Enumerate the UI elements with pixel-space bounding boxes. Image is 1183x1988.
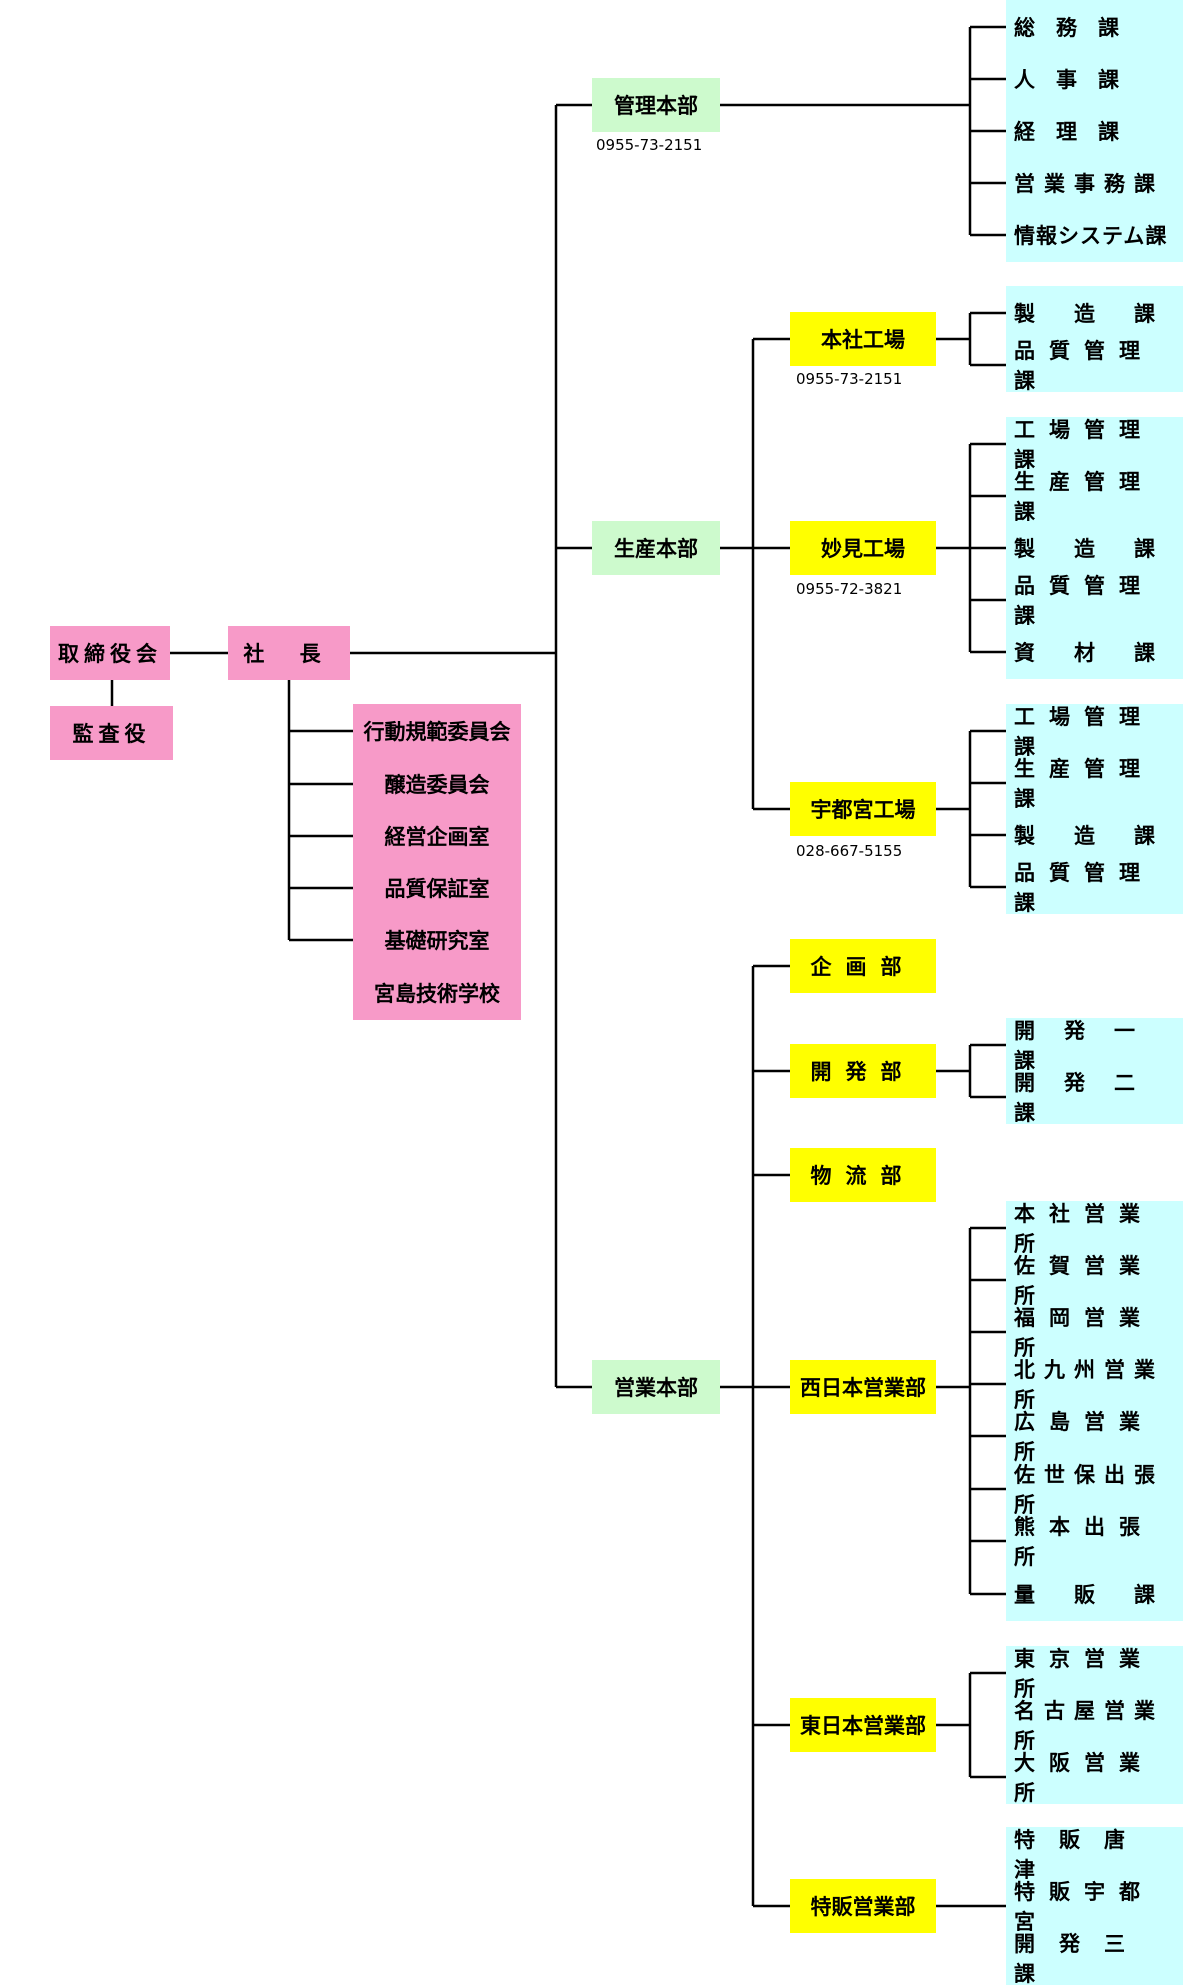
section-box: 福岡営業所	[1006, 1305, 1183, 1360]
section-box: 品質管理課	[1006, 573, 1183, 628]
section-box: 経 理 課	[1006, 104, 1183, 158]
section-box: 工場管理課	[1006, 704, 1183, 759]
section-box: 生産管理課	[1006, 469, 1183, 524]
auditor-box: 監査役	[50, 706, 173, 760]
section-box: 大阪営業所	[1006, 1750, 1183, 1805]
section-box: 品質管理課	[1006, 860, 1183, 915]
section-box: 特販唐津	[1006, 1827, 1183, 1882]
sales-division-box: 営業本部	[592, 1360, 720, 1414]
committee-box: 宮島技術学校	[353, 966, 521, 1020]
plant-box: 宇都宮工場	[790, 782, 936, 836]
section-box: 品質管理課	[1006, 338, 1183, 393]
section-box: 開 発 二 課	[1006, 1070, 1183, 1125]
committee-box: 醸造委員会	[353, 757, 521, 811]
board-box: 取締役会	[50, 626, 170, 680]
sales-dept-box: 特販営業部	[790, 1879, 936, 1933]
plant-phone: 028-667-5155	[796, 842, 903, 860]
section-box: 特販宇都宮	[1006, 1879, 1183, 1934]
section-box: 量 販 課	[1006, 1567, 1183, 1621]
section-box: 広島営業所	[1006, 1409, 1183, 1464]
plant-phone: 0955-72-3821	[796, 580, 903, 598]
plant-phone: 0955-73-2151	[796, 370, 903, 388]
section-box: 名古屋営業所	[1006, 1698, 1183, 1753]
president-box: 社 長	[228, 626, 350, 680]
committee-box: 経営企画室	[353, 809, 521, 863]
admin-phone: 0955-73-2151	[596, 136, 703, 154]
section-box: 東京営業所	[1006, 1646, 1183, 1701]
section-box: 製 造 課	[1006, 286, 1183, 340]
admin-division-box: 管理本部	[592, 78, 720, 132]
section-box: 開 発 一 課	[1006, 1018, 1183, 1073]
section-box: 資 材 課	[1006, 625, 1183, 679]
section-box: 北九州営業所	[1006, 1357, 1183, 1412]
section-box: 生産管理課	[1006, 756, 1183, 811]
committee-box: 品質保証室	[353, 861, 521, 915]
sales-dept-box: 開発部	[790, 1044, 936, 1098]
section-box: 製 造 課	[1006, 521, 1183, 575]
section-box: 開発三課	[1006, 1931, 1183, 1986]
committee-box: 行動規範委員会	[353, 704, 521, 758]
section-box: 製 造 課	[1006, 808, 1183, 862]
section-box: 人 事 課	[1006, 52, 1183, 106]
section-box: 工場管理課	[1006, 417, 1183, 472]
sales-dept-box: 西日本営業部	[790, 1360, 936, 1414]
sales-dept-box: 東日本営業部	[790, 1698, 936, 1752]
section-box: 佐世保出張所	[1006, 1462, 1183, 1517]
section-box: 情報システム課	[1006, 208, 1183, 262]
section-box: 熊本出張所	[1006, 1514, 1183, 1569]
section-box: 営業事務課	[1006, 156, 1183, 210]
plant-box: 本社工場	[790, 312, 936, 366]
production-division-box: 生産本部	[592, 521, 720, 575]
sales-dept-box: 物流部	[790, 1148, 936, 1202]
plant-box: 妙見工場	[790, 521, 936, 575]
sales-dept-box: 企画部	[790, 939, 936, 993]
section-box: 本社営業所	[1006, 1201, 1183, 1256]
section-box: 佐賀営業所	[1006, 1253, 1183, 1308]
committee-box: 基礎研究室	[353, 913, 521, 967]
section-box: 総 務 課	[1006, 0, 1183, 54]
